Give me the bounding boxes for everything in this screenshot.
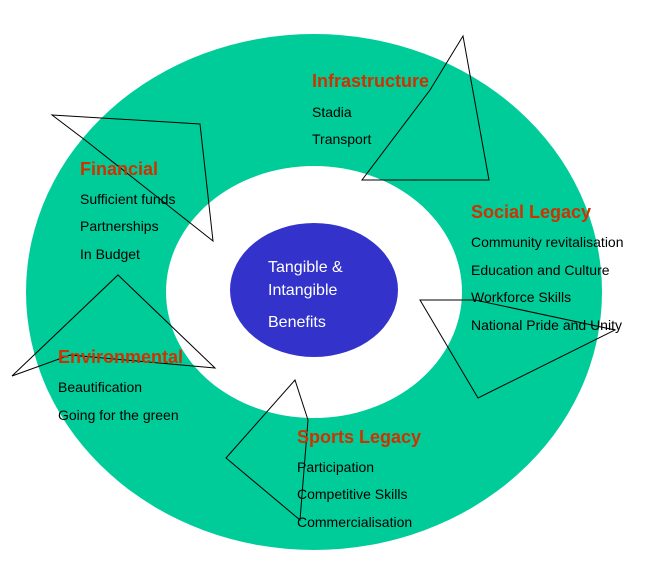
sports-legacy-item: Competitive Skills <box>297 486 408 502</box>
financial-arrow <box>50 114 214 243</box>
center-label-line3: Benefits <box>268 314 326 331</box>
center-label-line1: Tangible & <box>268 259 343 276</box>
social-legacy-item: National Pride and Unity <box>471 317 622 333</box>
sports-legacy-heading: Sports Legacy <box>297 427 422 447</box>
social-legacy-heading: Social Legacy <box>471 202 592 222</box>
social-legacy-item: Community revitalisation <box>471 234 624 250</box>
environmental-item: Going for the green <box>58 407 179 423</box>
sports-legacy-item: Commercialisation <box>297 514 413 530</box>
financial-heading: Financial <box>80 159 159 179</box>
social-legacy-arrow <box>419 299 617 399</box>
environmental-item: Beautification <box>58 379 143 395</box>
financial-item: Sufficient funds <box>80 191 176 207</box>
social-legacy-item: Workforce Skills <box>471 289 572 305</box>
environmental-heading: Environmental <box>58 347 184 367</box>
center-ellipse <box>230 223 398 357</box>
social-legacy-item: Education and Culture <box>471 262 610 278</box>
infrastructure-arrow <box>360 34 490 181</box>
environmental-arrow <box>11 274 217 377</box>
center-label-line2: Intangible <box>268 282 338 299</box>
infrastructure-heading: Infrastructure <box>312 71 430 91</box>
sports-legacy-arrow <box>225 379 309 522</box>
financial-item: Partnerships <box>80 218 159 234</box>
sports-legacy-item: Participation <box>297 459 375 475</box>
infrastructure-item: Stadia <box>312 104 352 120</box>
infrastructure-item: Transport <box>312 131 372 147</box>
financial-item: In Budget <box>80 246 140 262</box>
